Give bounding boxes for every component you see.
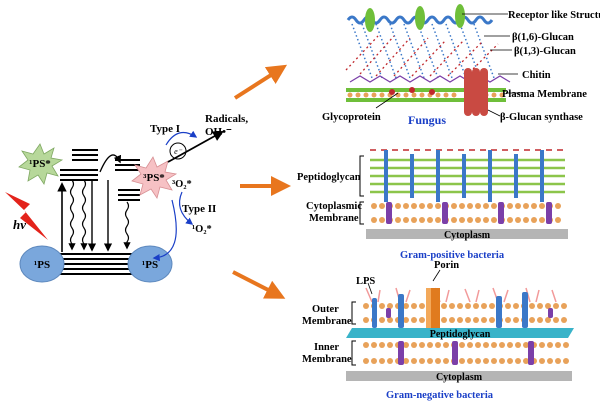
lps-label: LPS <box>356 276 375 287</box>
gn-inner-bracket <box>351 340 356 366</box>
arrow-to-fungus <box>233 64 288 100</box>
type1-label: Type I <box>150 123 180 135</box>
glucan-synthase-protein <box>464 68 488 116</box>
gp-cyto-label-2: Membrane <box>309 213 359 224</box>
fungus-title: Fungus <box>408 113 446 127</box>
lps-leader <box>367 282 373 295</box>
gp-cytoplasmic-membrane <box>371 202 561 224</box>
glycoprotein-dots <box>389 87 435 95</box>
light-label: hν <box>13 217 26 232</box>
triplet-excited-star: ³PS* <box>131 156 178 199</box>
gn-outer-small-proteins <box>386 308 553 318</box>
singlet-oxygen-label: ¹O₂* <box>192 224 212 235</box>
light-bolt-icon <box>5 192 48 240</box>
gn-outer-bracket <box>351 301 356 325</box>
gp-membrane-bracket <box>359 201 364 225</box>
electron-transfer-curve <box>165 130 198 146</box>
singlet-excited-star: ¹PS* <box>18 143 64 185</box>
beta16-label: β(1,6)-Glucan <box>512 32 574 43</box>
ps-ground-right: ¹PS <box>127 245 173 283</box>
glycoprotein-label: Glycoprotein <box>322 112 381 123</box>
gn-cytoplasm-label: Cytoplasm <box>436 372 483 383</box>
gn-cytoplasm-bar <box>346 371 572 381</box>
gp-cyto-label-1: Cytoplasmic <box>306 201 362 212</box>
intersystem-crossing <box>99 154 122 173</box>
gn-inner-label-2: Membrane <box>302 354 352 365</box>
porin-label: Porin <box>434 260 459 271</box>
arrow-to-gram-negative <box>232 270 286 299</box>
radicals-species-label: OH•⁻ <box>205 126 232 138</box>
radicals-label: Radicals, <box>205 113 248 125</box>
type1-arrow <box>167 130 224 163</box>
gn-caption: Gram-negative bacteria <box>386 390 494 401</box>
singlet-excited-label: ¹PS* <box>29 158 51 170</box>
fungus-leader-lines <box>375 13 522 117</box>
gn-inner-proteins <box>398 341 534 365</box>
gn-outer-heads-bottom <box>363 317 567 323</box>
gp-membrane-heads-bottom <box>371 217 561 223</box>
porin-channel <box>426 269 441 334</box>
internal-conversion-wave <box>68 179 76 251</box>
pathway-arrows <box>232 64 291 299</box>
gn-outer-proteins <box>372 292 528 328</box>
triplet-oxygen-label: ³O₂* <box>172 179 192 190</box>
chitin-label: Chitin <box>522 70 551 81</box>
gn-outer-heads-top <box>363 303 567 309</box>
type2-curve <box>179 191 194 225</box>
ps-ground-left-label: ¹PS <box>34 259 50 271</box>
receptor-spikes <box>365 4 465 32</box>
gp-peptidoglycan-bracket <box>359 155 364 197</box>
phosphorescence-wave <box>123 201 131 250</box>
gp-cytoplasm-bar <box>366 229 568 239</box>
gn-inner-heads-bottom <box>363 358 569 364</box>
jablonski-diagram: ¹PS* ³PS* hν ¹PS ¹PS Type I e⁻ Radicals,… <box>5 113 248 283</box>
gn-inner-heads-top <box>363 342 569 348</box>
gn-peptidoglycan-label: Peptidoglycan <box>430 329 491 340</box>
gn-inner-membrane <box>363 341 569 365</box>
receptor-label: Receptor like Structure <box>508 10 600 21</box>
singlet-levels <box>60 149 98 181</box>
gp-cytoplasm-label: Cytoplasm <box>444 230 491 241</box>
triplet-excited-label: ³PS* <box>143 172 165 184</box>
beta13-glucan-chains <box>351 23 495 79</box>
gn-outer-label-1: Outer <box>312 304 339 315</box>
ps-ground-right-label: ¹PS <box>142 259 158 271</box>
electron-label: e⁻ <box>174 147 183 156</box>
gn-inner-label-1: Inner <box>314 342 339 353</box>
ps-ground-left: ¹PS <box>19 245 65 283</box>
beta16-glucan-chains <box>345 35 499 77</box>
gp-peptidoglycan-layers <box>370 158 565 194</box>
gp-membrane-heads-top <box>371 203 561 209</box>
gp-teichoic-bars <box>384 150 544 202</box>
fungus-cell-wall: Receptor like Structure β(1,6)-Glucan β(… <box>322 4 600 127</box>
regeneration-curve <box>152 199 177 262</box>
gram-negative-envelope: Porin LPS Peptidoglycan <box>302 260 574 401</box>
gram-positive-envelope: Cytoplasm Peptidoglycan Cytoplasmic Memb… <box>297 149 568 261</box>
plasma-membrane-label: Plasma Membrane <box>502 89 587 100</box>
gp-caption: Gram-positive bacteria <box>400 250 505 261</box>
gp-peptidoglycan-label: Peptidoglycan <box>297 172 361 183</box>
type2-label: Type II <box>182 203 216 215</box>
gn-outer-label-2: Membrane <box>302 316 352 327</box>
gn-outer-membrane <box>363 292 567 328</box>
beta13-label: β(1,3)-Glucan <box>514 46 576 57</box>
gp-membrane-proteins <box>386 202 552 224</box>
gn-peptidoglycan-bar <box>346 328 574 338</box>
fluorescence-wave <box>80 179 88 251</box>
glucan-synthase-label: β-Glucan synthase <box>500 112 583 123</box>
